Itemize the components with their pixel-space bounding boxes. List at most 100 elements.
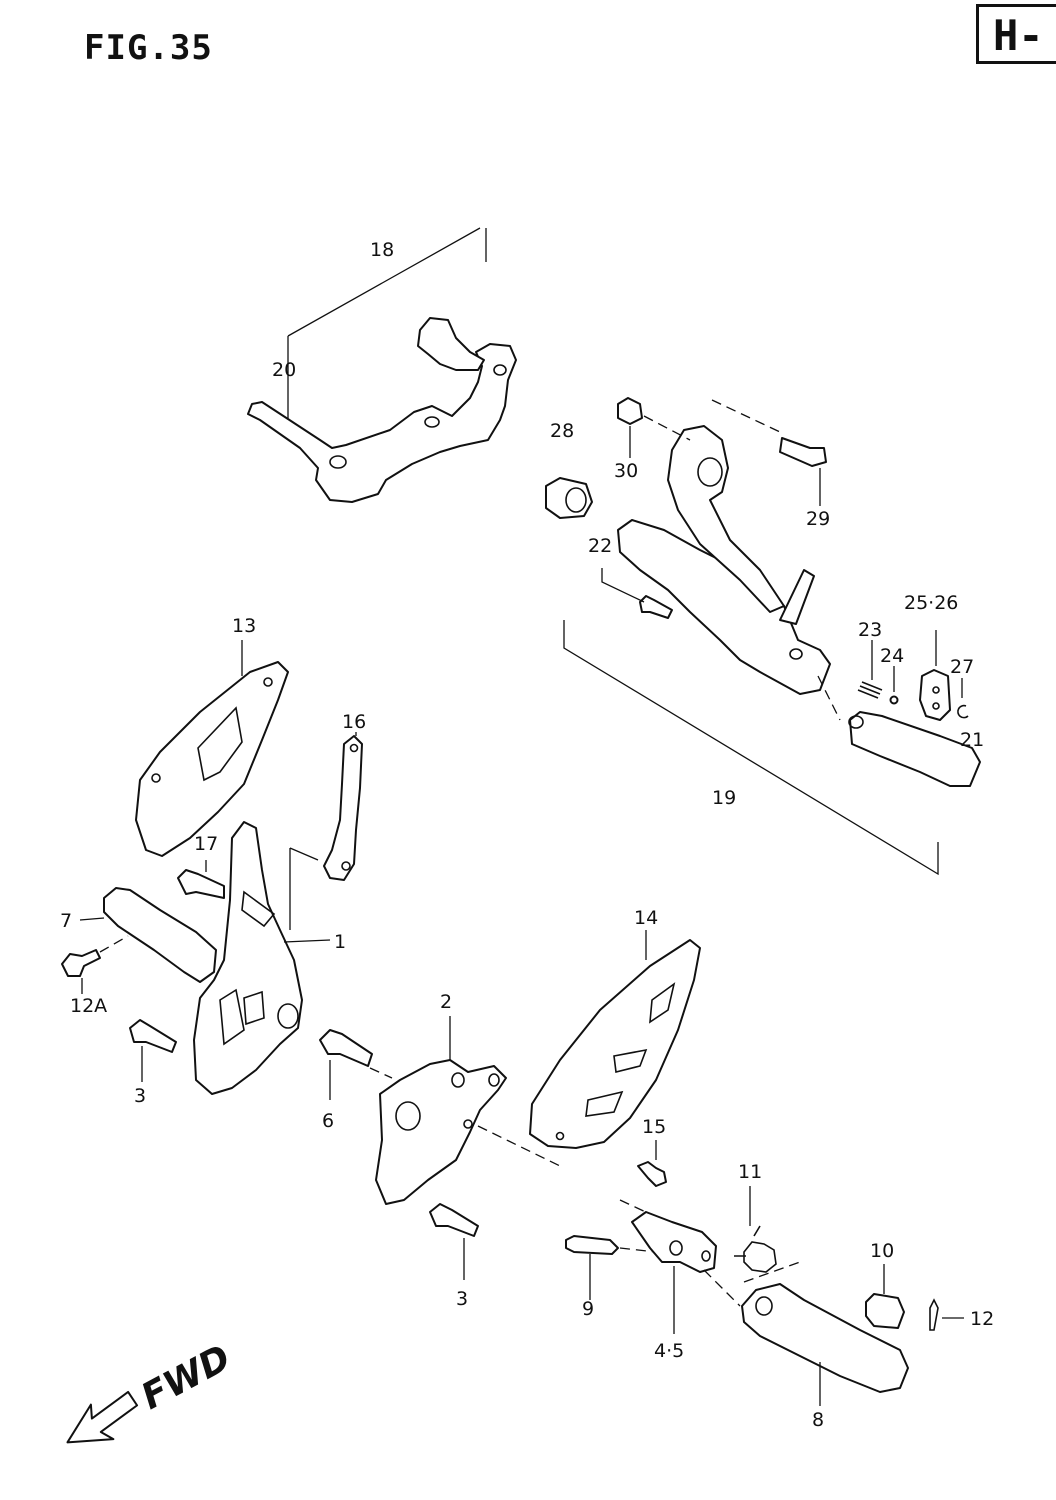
holder-hole-b [701,1250,711,1262]
part-16-link [323,735,363,881]
callout-27: 27 [950,656,974,678]
center-bracket-group: 6 2 3 14 15 [319,907,701,1310]
part-3-bolt-left [129,1019,177,1053]
front-footpeg-group: 9 4·5 11 8 10 12 [565,1161,994,1431]
callout-23: 23 [858,619,882,641]
part-20-tube [417,317,485,371]
part-3-bolt-center [429,1203,479,1237]
fwd-label: FWD [135,1338,237,1418]
dash-11 [743,1261,801,1283]
callout-16: 16 [342,711,366,733]
callout-11: 11 [738,1161,762,1183]
callout-10: 10 [870,1240,894,1262]
bar-hole-2 [424,416,440,428]
bar-hole-3 [493,364,507,376]
dash-6 [369,1067,393,1079]
footrest-bracket-right [617,519,831,695]
bracket-hole-pivot [789,648,803,660]
section-index-label: H- [993,11,1044,60]
callout-14: 14 [634,907,658,929]
link-hole-16a [349,743,359,753]
part-23-spring [857,681,883,699]
callout-20: 20 [272,359,296,381]
part-7-footpeg [103,887,217,983]
left-footrest-group: 13 16 1 7 12A 17 3 [60,615,366,1107]
part-14-heel-guard [529,939,701,1149]
heel-guard-cutout-14c [649,982,676,1024]
heel-guard-cutout-14b [585,1090,624,1117]
part-21-footpeg [849,711,981,787]
callout-19: 19 [712,787,736,809]
part-25-26-plate [919,669,951,721]
part-10-bushing [865,1293,905,1329]
part-13-heel-guard [135,661,289,857]
callout-2: 2 [440,991,452,1013]
part-27-clip [957,704,969,719]
callout-7: 7 [60,910,72,932]
dash-29 [711,399,781,433]
forward-direction-indicator: FWD [66,1338,237,1444]
forward-arrow-icon [66,1390,139,1444]
plate-hole-2 [932,702,940,710]
dash-4-5 [703,1269,741,1307]
part-12-cotter-pin [929,1298,939,1331]
dash-21 [817,675,841,721]
part-22-pin [639,595,673,619]
part-12a-bolt [61,949,101,977]
bracket-1-cutout-b [243,990,265,1026]
bracket-tab [779,569,815,625]
part-18-bracket-group: 18 20 [247,227,517,503]
part-20-bar [247,343,517,503]
dash-2-pivot [477,1125,651,1215]
bracket-1-cutout-a [219,988,245,1046]
callout-1: 1 [334,931,346,953]
part-17-bolt [177,869,225,899]
leader-16-bracket [289,847,319,930]
figure-title: FIG.35 [84,28,213,68]
callout-8: 8 [812,1409,824,1431]
callout-15: 15 [642,1116,666,1138]
part-11-spring [734,1225,777,1273]
callout-3-center: 3 [456,1288,468,1310]
bracket-1-tab [241,890,276,928]
leader-19 [563,620,939,876]
section-index-box: H- [976,4,1056,64]
heel-guard-cutout-13 [197,706,243,782]
plate-hole-1 [932,686,940,694]
callout-3-left: 3 [134,1085,146,1107]
dash-9 [619,1247,657,1253]
heel-guard-hole-13a [151,773,161,783]
callout-21: 21 [960,729,984,751]
part-28-bushing [545,477,593,519]
leader-7 [79,917,105,921]
part-30-nut [617,397,643,425]
part-2-bracket [375,1059,507,1205]
footpeg-8-hole [755,1296,773,1316]
part-8-footpeg [741,1283,909,1393]
callout-28: 28 [550,420,574,442]
part-1-bracket [193,821,303,1095]
callout-12a: 12A [70,995,107,1017]
callout-4-5: 4·5 [654,1340,684,1362]
footrest-bracket-upper-arm [667,425,785,613]
leader-18 [287,227,487,420]
bracket-2-hole-a [395,1101,421,1131]
link-hole-16b [341,861,351,871]
part-15-screw [637,1161,667,1187]
callout-6: 6 [322,1110,334,1132]
footpeg-hole [848,715,864,729]
callout-24: 24 [880,645,904,667]
callout-29: 29 [806,508,830,530]
leader-22 [601,568,645,603]
holder-hole-a [669,1240,683,1256]
callout-12: 12 [970,1308,994,1330]
heel-guard-hole-14 [555,1131,565,1141]
leader-1 [283,939,331,943]
bracket-hole-upper [697,457,723,487]
heel-guard-cutout-14a [613,1048,648,1073]
part-29-bolt [779,437,827,467]
callout-22: 22 [588,535,612,557]
bracket-2-stud [463,1119,473,1129]
callout-25-26: 25·26 [904,592,958,614]
